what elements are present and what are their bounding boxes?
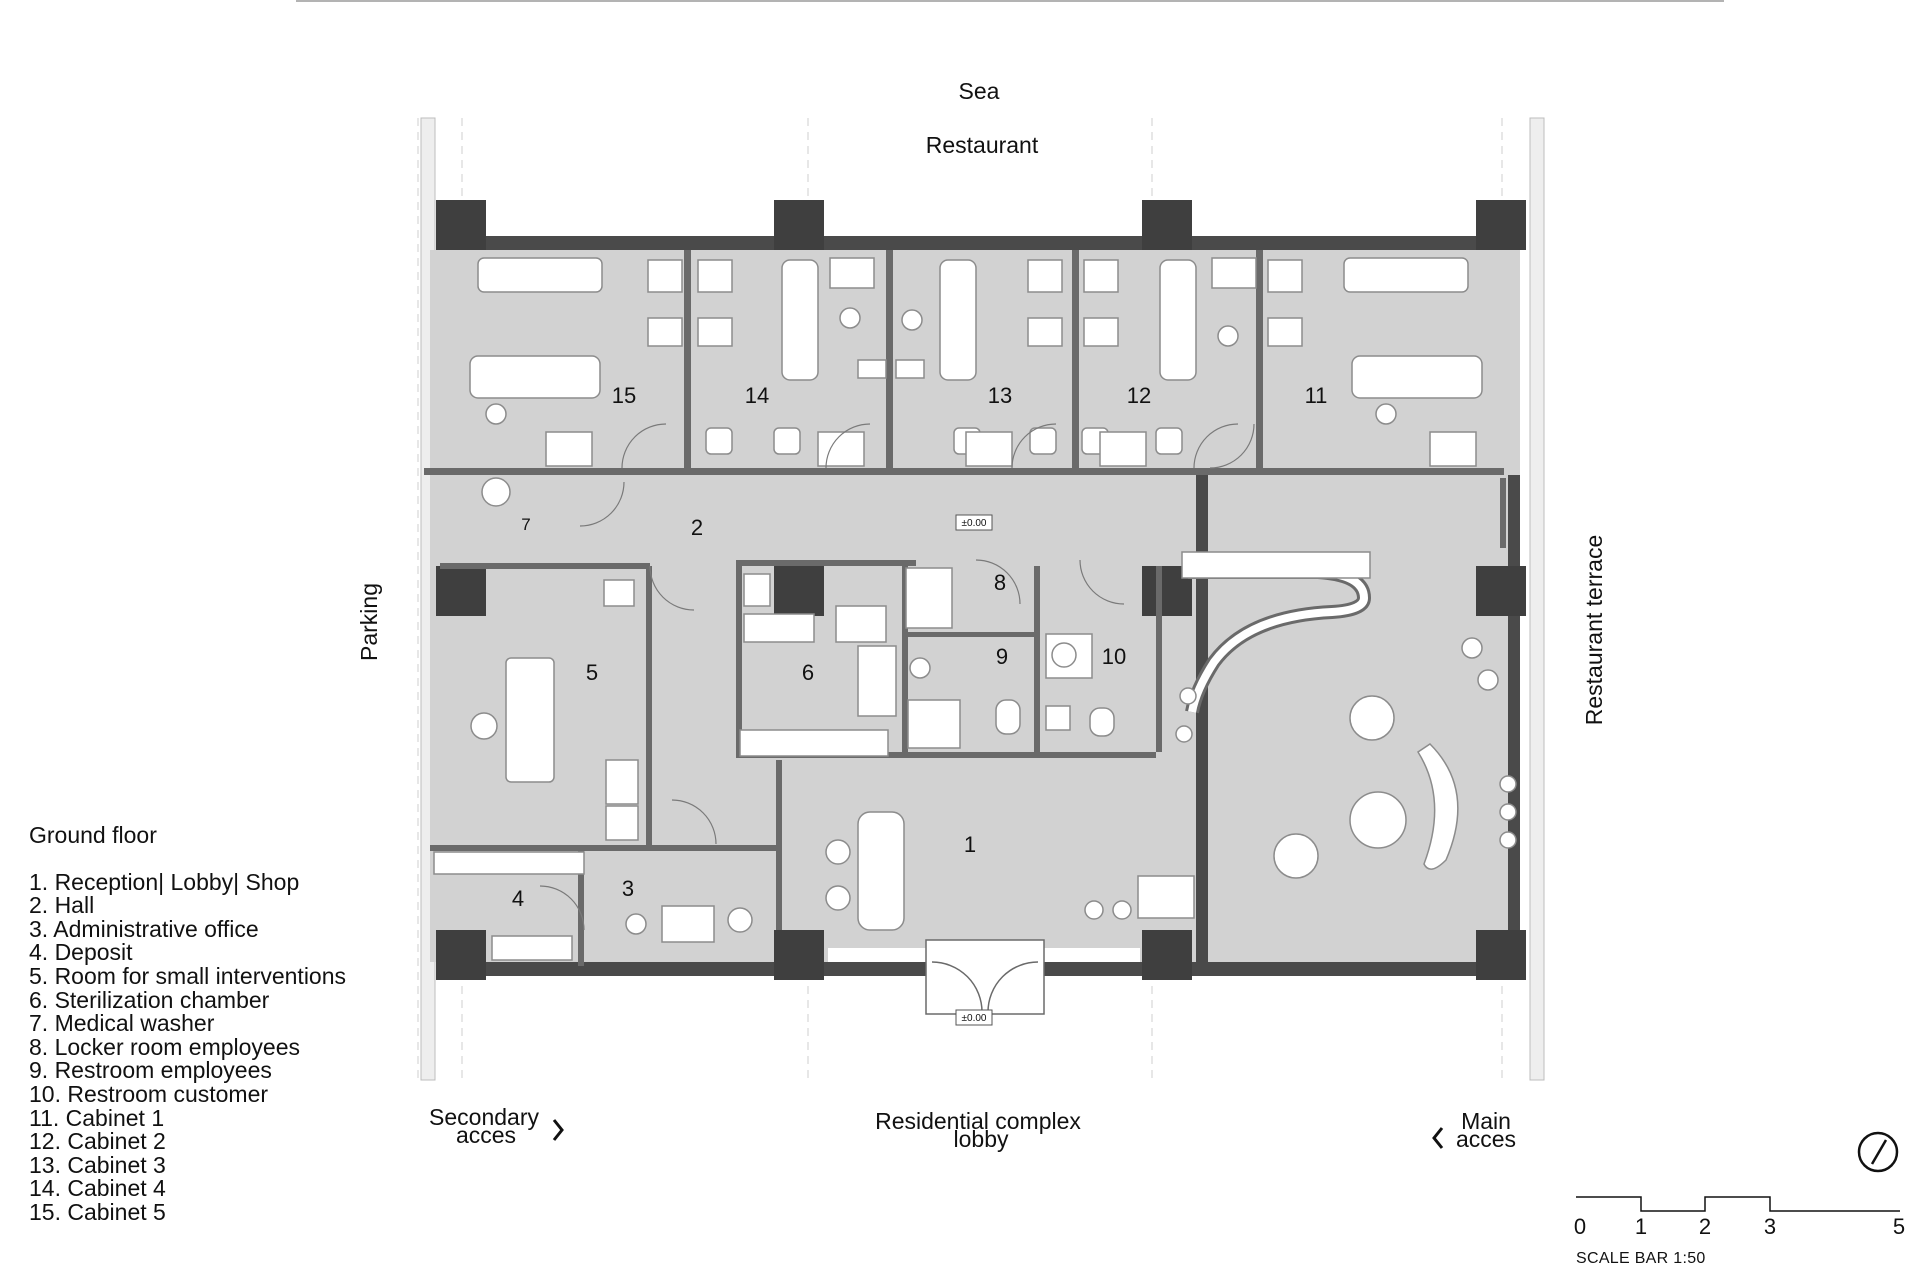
level-marker-bottom: ±0.00	[955, 1009, 993, 1026]
legend-item: 6. Sterilization chamber	[29, 986, 270, 1013]
level-top-text: ±0.00	[962, 518, 987, 529]
scale-bar: 0 1 2 3 5	[1574, 1196, 1905, 1239]
legend-item: 7. Medical washer	[29, 1010, 215, 1037]
legend-item: 4. Deposit	[29, 939, 133, 966]
legend-item: 11. Cabinet 1	[29, 1104, 165, 1131]
room-4-number: 4	[512, 886, 524, 911]
level-marker-top: ±0.00	[955, 514, 993, 531]
legend-item: 10. Restroom customer	[29, 1080, 269, 1107]
scale-tick-1: 1	[1635, 1214, 1647, 1239]
main-access-label-1: Main	[1461, 1108, 1511, 1134]
residential-lobby-label-2: lobby	[954, 1126, 1009, 1152]
door-swings	[539, 423, 1255, 931]
room-2-number: 2	[691, 515, 703, 540]
room-numbers: 1 2 3 4 5 6 7 8 9 10 11 12 13 14 15	[512, 383, 1328, 911]
restaurant-label: Restaurant	[926, 132, 1039, 158]
scale-tick-2: 2	[1699, 1214, 1711, 1239]
room-6-number: 6	[802, 660, 814, 685]
legend-item: 5. Room for small interventions	[29, 962, 347, 989]
legend-item: 3. Administrative office	[29, 915, 259, 942]
main-access-label-2: acces	[1456, 1126, 1516, 1152]
room-13-number: 13	[988, 383, 1012, 408]
north-arrow-icon	[1857, 1131, 1899, 1173]
room-14-number: 14	[745, 383, 769, 408]
parking-label: Parking	[356, 583, 382, 661]
legend-item: 14. Cabinet 4	[29, 1175, 166, 1202]
legend-item: 13. Cabinet 3	[29, 1151, 166, 1178]
legend-title: Ground floor	[29, 822, 157, 848]
room-15-number: 15	[612, 383, 636, 408]
room-5-number: 5	[586, 660, 598, 685]
legend-item: 12. Cabinet 2	[29, 1128, 166, 1155]
residential-lobby-label-1: Residential complex	[875, 1108, 1081, 1134]
room-12-number: 12	[1127, 383, 1151, 408]
furniture	[433, 257, 1517, 961]
secondary-access-label-2: acces	[456, 1122, 516, 1148]
legend-item: 15. Cabinet 5	[29, 1198, 166, 1225]
legend-item: 9. Restroom employees	[29, 1057, 272, 1084]
legend: Ground floor 1. Reception| Lobby| Shop 2…	[29, 822, 347, 1225]
scale-tick-3: 3	[1764, 1214, 1776, 1239]
secondary-access-chevron-icon	[552, 1119, 564, 1141]
reception-counter-top	[1188, 568, 1369, 713]
scale-tick-0: 0	[1574, 1214, 1586, 1239]
legend-item: 8. Locker room employees	[29, 1033, 301, 1060]
room-3-number: 3	[622, 876, 634, 901]
level-bottom-text: ±0.00	[962, 1013, 987, 1024]
main-access-chevron-icon	[1432, 1127, 1444, 1149]
legend-item: 1. Reception| Lobby| Shop	[29, 868, 300, 895]
room-7-number: 7	[521, 515, 530, 534]
room-11-number: 11	[1305, 383, 1328, 408]
restaurant-terrace-label: Restaurant terrace	[1581, 535, 1607, 725]
main-entrance-door	[925, 939, 1045, 1015]
room-8-number: 8	[994, 570, 1006, 595]
secondary-access-label-1: Secondary	[429, 1104, 539, 1130]
room-9-number: 9	[996, 644, 1008, 669]
columns	[436, 200, 1526, 980]
surroundings-labels: Sea Restaurant Parking Restaurant terrac…	[356, 78, 1607, 1152]
room-1-number: 1	[964, 832, 976, 857]
scale-caption: SCALE BAR 1:50	[1576, 1250, 1706, 1267]
legend-item: 2. Hall	[29, 892, 95, 919]
right-facade	[1529, 117, 1545, 1081]
interior-walls	[424, 250, 1506, 966]
sea-label: Sea	[959, 78, 1000, 104]
scale-tick-5: 5	[1893, 1214, 1905, 1239]
room-10-number: 10	[1102, 644, 1126, 669]
